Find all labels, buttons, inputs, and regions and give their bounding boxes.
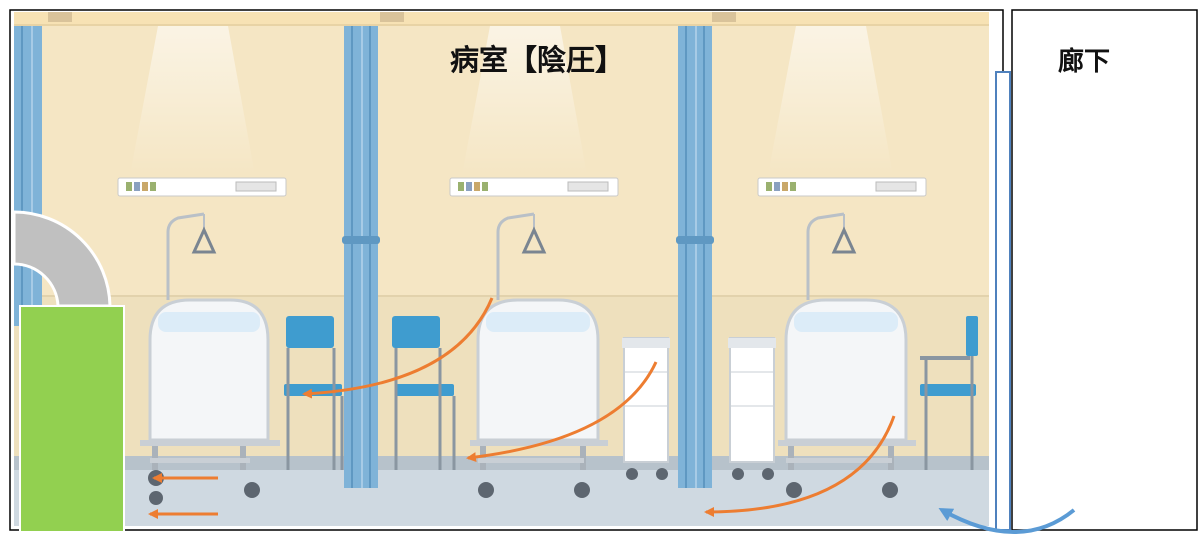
inflow-arrow (938, 508, 1076, 534)
privacy-curtain-2 (676, 26, 714, 488)
bedside-cabinet-icon (622, 337, 670, 480)
air-purifier-icon (12, 210, 125, 533)
chair-icon (284, 316, 344, 470)
bed-unit-3 (728, 177, 978, 498)
chair-icon (920, 316, 978, 470)
chair-icon (392, 316, 456, 470)
airflow-arrows (148, 297, 896, 519)
door-icon (995, 71, 1011, 531)
airflow-arrow (704, 415, 896, 517)
hospital-bed-icon (778, 298, 916, 498)
hospital-bed-icon (140, 298, 280, 505)
bedside-cabinet-icon (728, 337, 776, 480)
airflow-arrow (302, 297, 494, 399)
airflow-arrow (466, 361, 658, 463)
ward-illustration (14, 12, 989, 526)
trapeze-bar-icon (806, 212, 857, 300)
corridor-boundary (1011, 9, 1198, 531)
privacy-curtain-left (14, 26, 42, 326)
bed-unit-1 (117, 177, 344, 505)
trapeze-bar-icon (496, 212, 547, 300)
room-label: 病室【陰圧】 (450, 43, 624, 77)
medical-gas-panel (449, 177, 619, 197)
privacy-curtain-1 (342, 26, 380, 488)
corridor-label: 廊下 (1058, 46, 1110, 77)
medical-gas-panel (117, 177, 287, 197)
trapeze-bar-icon (166, 212, 217, 300)
medical-gas-panel (757, 177, 927, 197)
